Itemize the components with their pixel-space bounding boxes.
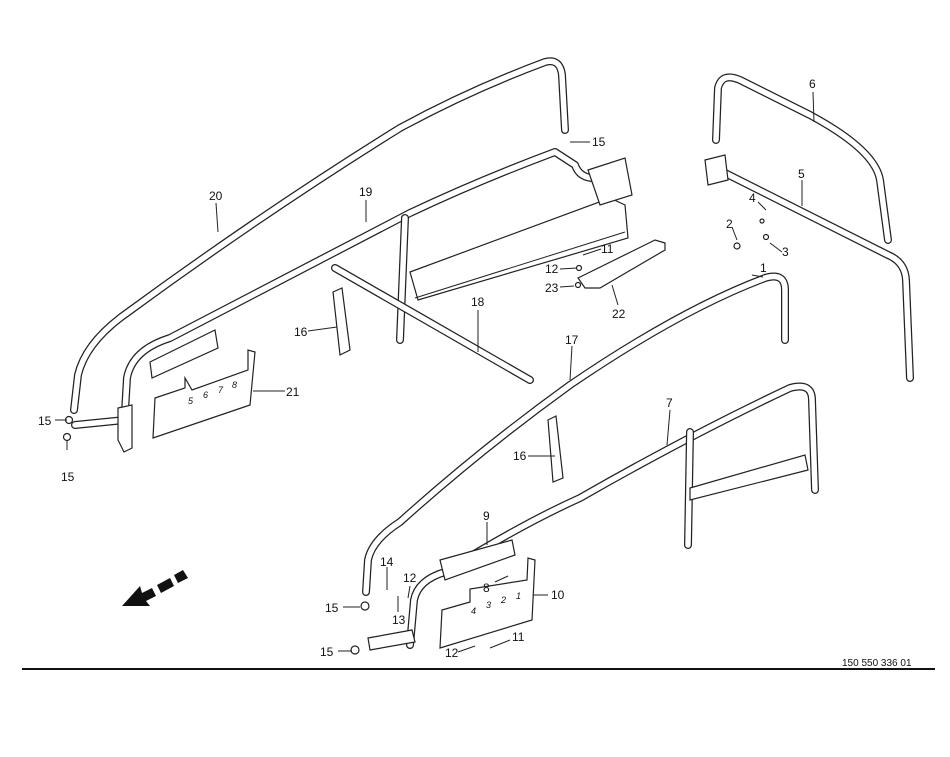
callout-15: 15 bbox=[61, 470, 75, 484]
callout-20: 20 bbox=[209, 189, 223, 203]
callout-15: 15 bbox=[38, 414, 52, 428]
callout-14: 14 bbox=[380, 555, 394, 569]
bracket-part-22 bbox=[577, 239, 666, 289]
frame-part-20 bbox=[70, 57, 569, 429]
svg-text:3: 3 bbox=[486, 600, 491, 610]
callout-8: 8 bbox=[483, 581, 490, 595]
plate-part-10: 1 2 3 4 bbox=[439, 557, 536, 649]
svg-text:7: 7 bbox=[218, 385, 224, 395]
callout-labels: 20 19 15 15 15 16 18 21 6 5 4 2 3 1 11 1… bbox=[38, 77, 816, 660]
callout-22: 22 bbox=[612, 307, 626, 321]
callout-11: 11 bbox=[601, 242, 614, 256]
callout-12: 12 bbox=[403, 571, 417, 585]
callout-11: 11 bbox=[512, 630, 525, 644]
callout-4: 4 bbox=[749, 191, 756, 205]
callout-2: 2 bbox=[726, 217, 733, 231]
callout-6: 6 bbox=[809, 77, 816, 91]
frame-part-6 bbox=[712, 73, 892, 244]
callout-18: 18 bbox=[471, 295, 485, 309]
callout-15: 15 bbox=[592, 135, 606, 149]
callout-16: 16 bbox=[294, 325, 308, 339]
svg-text:5: 5 bbox=[188, 396, 194, 406]
callout-7: 7 bbox=[666, 396, 673, 410]
arrow-down-left-icon bbox=[122, 570, 188, 606]
callout-23: 23 bbox=[545, 281, 559, 295]
svg-text:6: 6 bbox=[203, 390, 208, 400]
bar-part-5 bbox=[704, 154, 914, 382]
callout-21: 21 bbox=[286, 385, 300, 399]
frame-part-1 bbox=[362, 272, 789, 596]
callout-12: 12 bbox=[445, 646, 459, 660]
svg-text:4: 4 bbox=[471, 606, 476, 616]
callout-10: 10 bbox=[551, 588, 565, 602]
frame-part-19 bbox=[117, 148, 633, 453]
svg-text:2: 2 bbox=[500, 595, 506, 605]
strut-part-16b bbox=[547, 415, 564, 483]
svg-text:8: 8 bbox=[232, 380, 237, 390]
callout-13: 13 bbox=[392, 613, 406, 627]
strut-part-16 bbox=[332, 287, 351, 356]
document-number: 150 550 336 01 bbox=[842, 658, 912, 669]
callout-5: 5 bbox=[798, 167, 805, 181]
callout-9: 9 bbox=[483, 509, 490, 523]
callout-12: 12 bbox=[545, 262, 559, 276]
callout-3: 3 bbox=[782, 245, 789, 259]
bar-part-18 bbox=[331, 264, 534, 384]
callout-19: 19 bbox=[359, 185, 373, 199]
svg-text:1: 1 bbox=[516, 591, 521, 601]
frame-part-7 bbox=[367, 382, 819, 651]
callout-15: 15 bbox=[320, 645, 334, 659]
plate-part-21: 8 7 6 5 bbox=[152, 349, 256, 439]
callout-17: 17 bbox=[565, 333, 579, 347]
leader-lines bbox=[55, 91, 815, 653]
callout-15: 15 bbox=[325, 601, 339, 615]
callout-16: 16 bbox=[513, 449, 527, 463]
callout-1: 1 bbox=[760, 261, 767, 275]
